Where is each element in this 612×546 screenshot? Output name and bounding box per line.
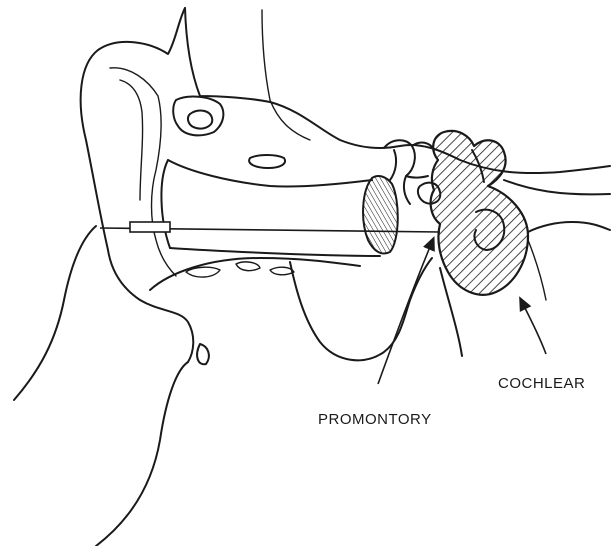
cochlea (431, 131, 528, 295)
lower-bone-cavity-2 (236, 262, 260, 271)
eardrum (363, 176, 398, 254)
auditory-nerve (504, 180, 610, 194)
label-cochlear: COCHLEAR (498, 375, 585, 392)
upper-canal-wall (262, 10, 310, 140)
auricle-rim (120, 80, 143, 200)
ear-canal-upper (168, 160, 372, 187)
mastoid-region (290, 258, 432, 360)
label-promontory: PROMONTORY (318, 411, 432, 428)
bone-cavity-1 (173, 97, 223, 136)
ear-canal-entrance (161, 160, 170, 248)
auricle-inner-fold (110, 68, 176, 276)
neck-outline-left (14, 226, 96, 400)
temporal-bone-lower (528, 222, 610, 232)
bone-cavity-3 (249, 155, 285, 168)
cochlear-arrow (522, 302, 546, 354)
inner-structure (528, 240, 546, 300)
jaw-line (96, 362, 188, 546)
outer-ear (81, 8, 194, 362)
electrode-tip (130, 222, 170, 232)
bone-cavity-2 (188, 111, 212, 129)
skull-outline (185, 8, 610, 173)
promontory-arrow (378, 242, 432, 384)
lobe (197, 344, 209, 364)
ear-canal-lower (170, 248, 380, 256)
lower-bone-cavity-1 (186, 267, 220, 277)
